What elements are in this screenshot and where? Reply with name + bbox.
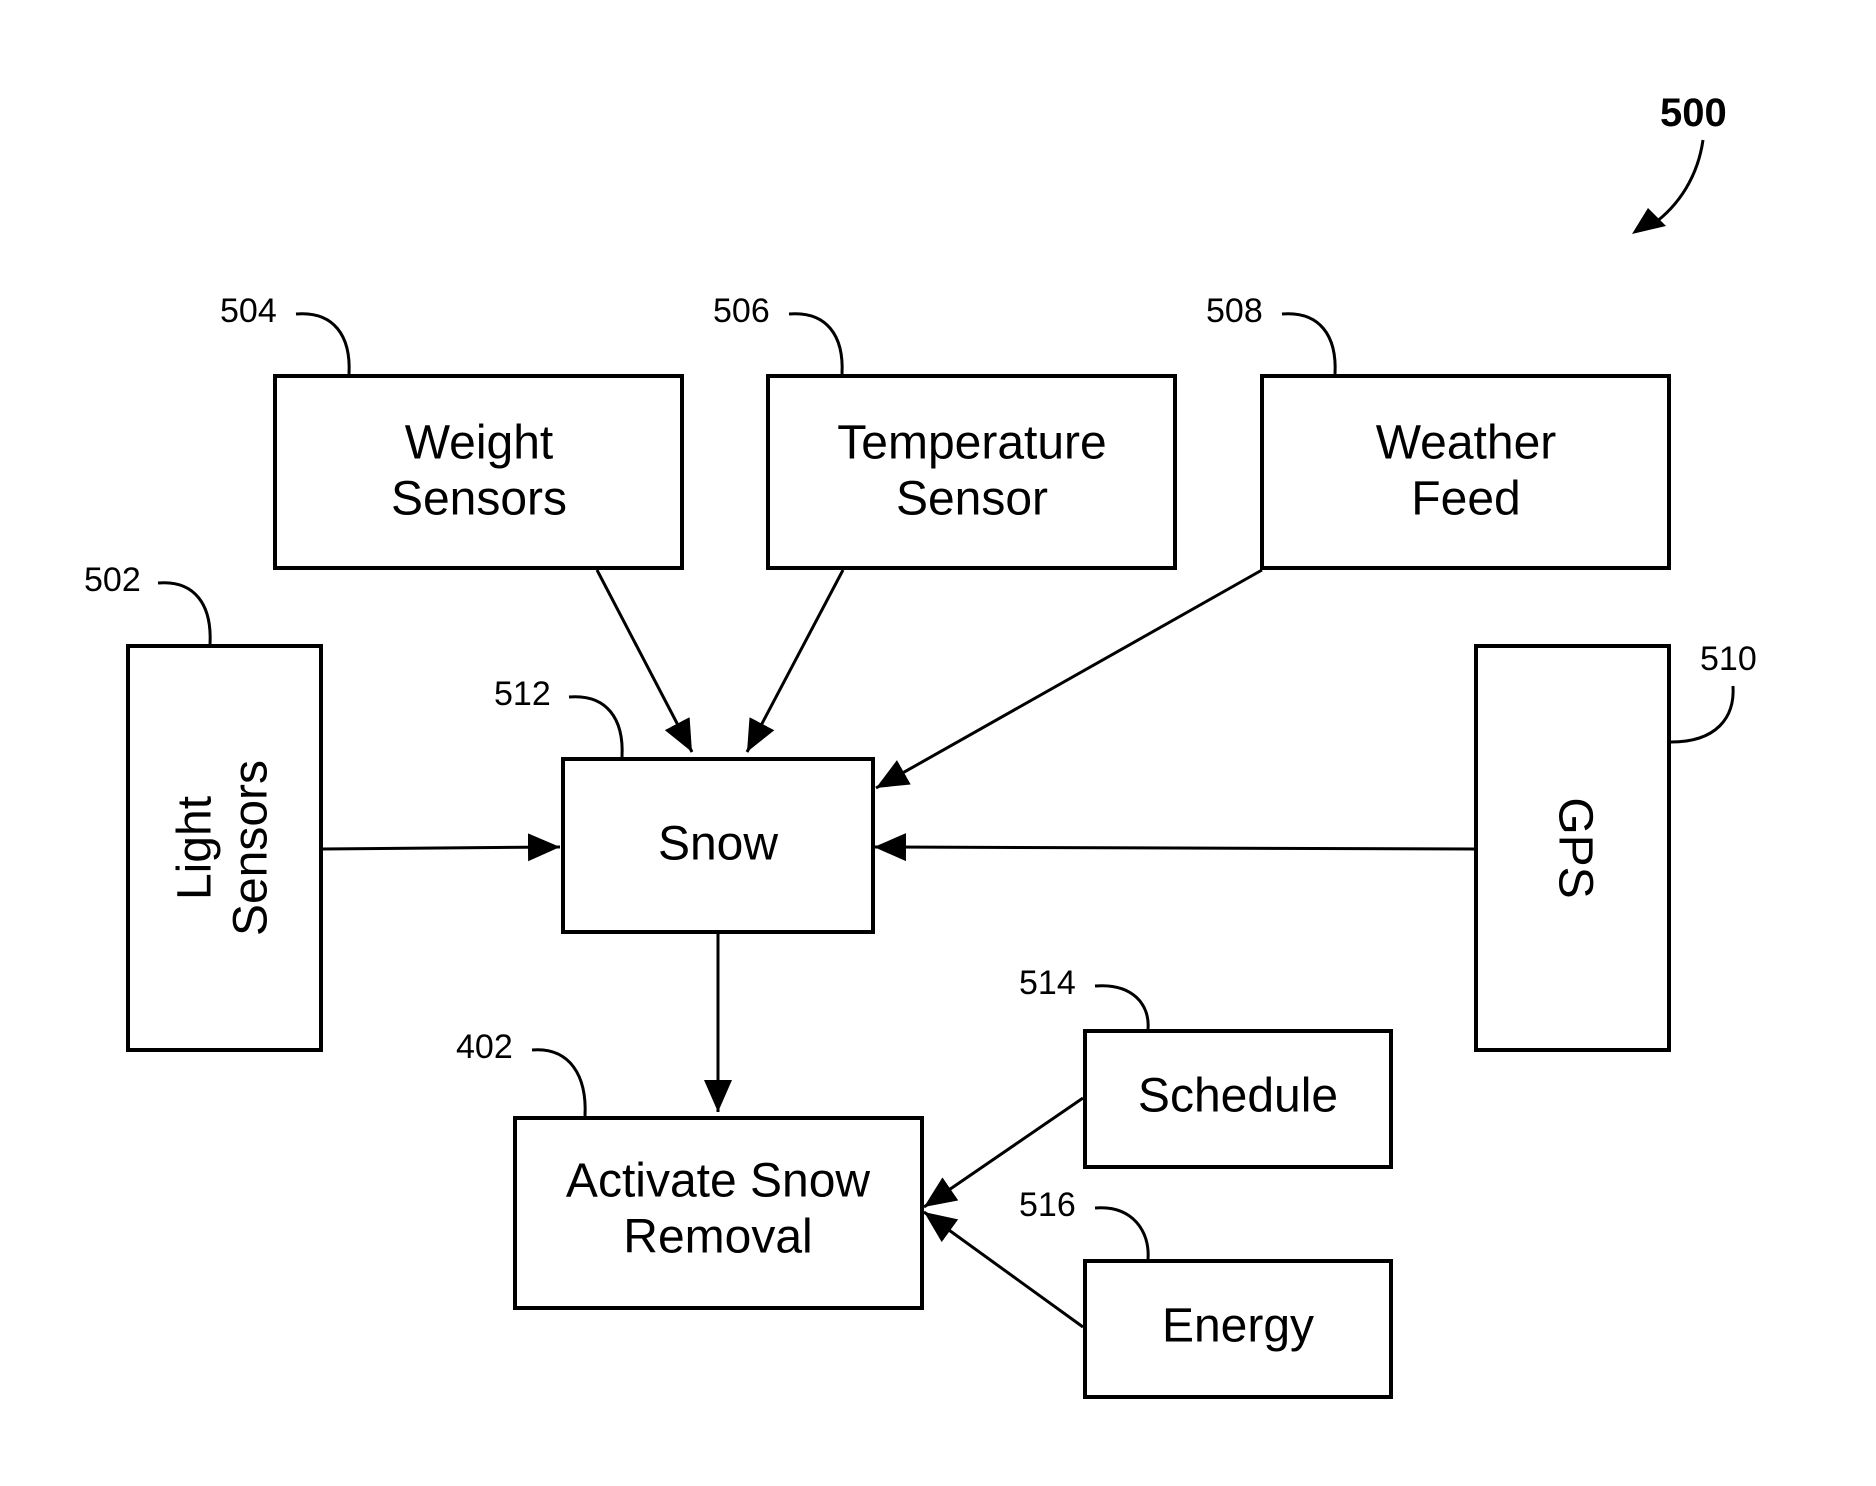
ref-508: 508 bbox=[1206, 292, 1263, 330]
weight-sensors-label-line2: Sensors bbox=[391, 473, 567, 526]
edge-weight-to-snow bbox=[597, 570, 692, 752]
leader-510 bbox=[1671, 686, 1733, 742]
leader-402 bbox=[532, 1050, 585, 1116]
light-sensors-label-line1: Light bbox=[169, 796, 222, 900]
leader-516 bbox=[1095, 1208, 1148, 1259]
ref-510: 510 bbox=[1700, 640, 1757, 678]
schedule-label: Schedule bbox=[1138, 1070, 1338, 1123]
leader-512 bbox=[569, 697, 622, 757]
gps-label: GPS bbox=[1548, 797, 1601, 898]
edge-weather-to-snow bbox=[876, 570, 1262, 788]
weather-feed-label-line2: Feed bbox=[1411, 473, 1520, 526]
leader-506 bbox=[789, 314, 842, 374]
energy-label: Energy bbox=[1162, 1300, 1314, 1353]
ref-506: 506 bbox=[713, 292, 770, 330]
snow-label: Snow bbox=[658, 818, 778, 871]
figure-number: 500 bbox=[1660, 91, 1727, 135]
ref-502: 502 bbox=[84, 561, 141, 599]
leader-504 bbox=[296, 314, 349, 374]
edge-energy-to-activate bbox=[924, 1212, 1083, 1327]
weather-feed-label-line1: Weather bbox=[1376, 417, 1557, 470]
figure-pointer-arrow bbox=[1652, 140, 1703, 225]
ref-504: 504 bbox=[220, 292, 277, 330]
activate-snow-removal-label-line1: Activate Snow bbox=[566, 1155, 870, 1208]
ref-402: 402 bbox=[456, 1028, 513, 1066]
leader-508 bbox=[1282, 314, 1335, 374]
temperature-sensor-label-line2: Sensor bbox=[896, 473, 1048, 526]
edge-light-to-snow bbox=[321, 847, 560, 849]
weight-sensors-label-line1: Weight bbox=[405, 417, 554, 470]
light-sensors-label-line2: Sensors bbox=[225, 760, 278, 936]
ref-516: 516 bbox=[1019, 1186, 1076, 1224]
activate-snow-removal-label-line2: Removal bbox=[623, 1211, 812, 1264]
ref-512: 512 bbox=[494, 675, 551, 713]
ref-514: 514 bbox=[1019, 964, 1076, 1002]
leader-514 bbox=[1095, 986, 1148, 1029]
edge-temperature-to-snow bbox=[747, 570, 843, 752]
temperature-sensor-label-line1: Temperature bbox=[837, 417, 1106, 470]
figure-pointer-arrowhead bbox=[1632, 208, 1666, 234]
leader-502 bbox=[158, 583, 210, 644]
edge-gps-to-snow bbox=[874, 847, 1476, 849]
